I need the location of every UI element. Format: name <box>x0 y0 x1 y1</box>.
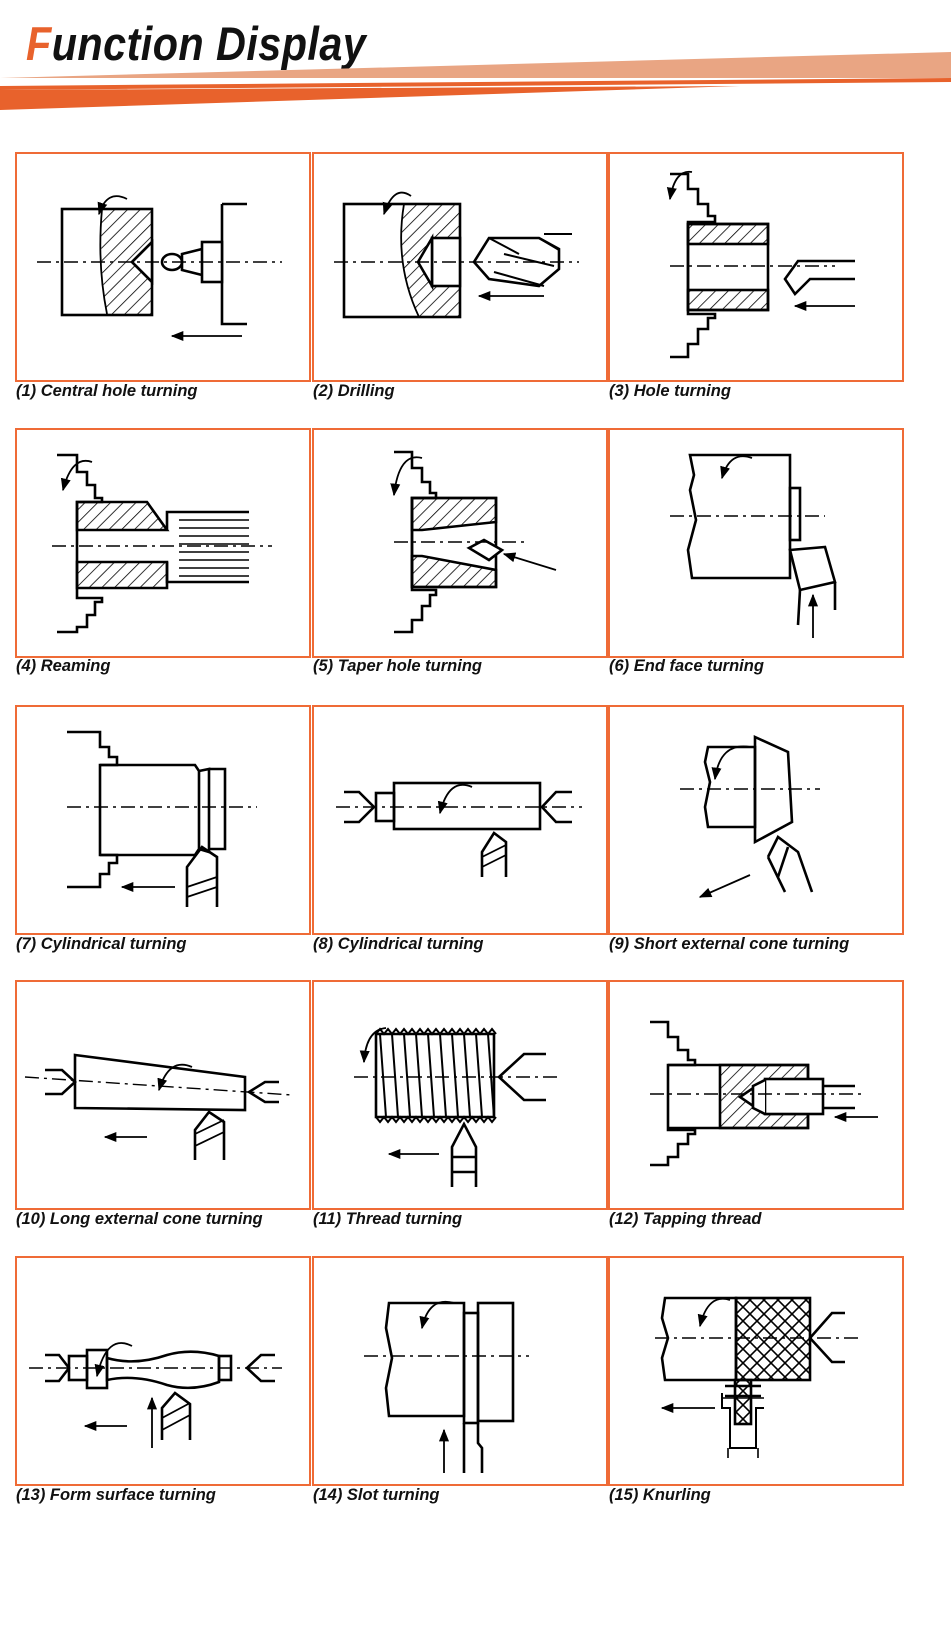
caption-hole-turning: (3) Hole turning <box>609 382 731 400</box>
caption-short-external-cone-turning: (9) Short external cone turning <box>609 935 850 953</box>
caption-cylindrical-turning-1: (7) Cylindrical turning <box>16 935 187 953</box>
caption-central-hole-turning: (1) Central hole turning <box>16 382 198 400</box>
header-banner <box>0 52 951 110</box>
diagram-cylindrical-turning-centers <box>312 705 608 935</box>
diagram-central-hole-turning <box>15 152 311 382</box>
diagram-end-face-turning <box>608 428 904 658</box>
caption-knurling: (15) Knurling <box>609 1486 711 1504</box>
diagram-slot-turning <box>312 1256 608 1486</box>
caption-form-surface-turning: (13) Form surface turning <box>16 1486 216 1504</box>
caption-cylindrical-turning-2: (8) Cylindrical turning <box>313 935 484 953</box>
diagram-reaming <box>15 428 311 658</box>
diagram-taper-hole-turning <box>312 428 608 658</box>
diagram-hole-turning <box>608 152 904 382</box>
page-title-rest: unction Display <box>51 17 367 70</box>
diagram-tapping-thread <box>608 980 904 1210</box>
caption-tapping-thread: (12) Tapping thread <box>609 1210 762 1228</box>
caption-taper-hole-turning: (5) Taper hole turning <box>313 657 482 675</box>
diagram-drilling <box>312 152 608 382</box>
caption-thread-turning: (11) Thread turning <box>313 1210 463 1228</box>
diagram-long-external-cone-turning <box>15 980 311 1210</box>
diagram-form-surface-turning <box>15 1256 311 1486</box>
diagram-thread-turning <box>312 980 608 1210</box>
caption-end-face-turning: (6) End face turning <box>609 657 764 675</box>
page-title: Function Display <box>26 14 366 74</box>
caption-slot-turning: (14) Slot turning <box>313 1486 440 1504</box>
diagram-cylindrical-turning-chuck <box>15 705 311 935</box>
diagram-knurling <box>608 1256 904 1486</box>
caption-long-external-cone-turning: (10) Long external cone turning <box>16 1210 263 1228</box>
caption-reaming: (4) Reaming <box>16 657 111 675</box>
page-title-first-letter: F <box>26 17 52 70</box>
caption-drilling: (2) Drilling <box>313 382 395 400</box>
diagram-short-external-cone-turning <box>608 705 904 935</box>
